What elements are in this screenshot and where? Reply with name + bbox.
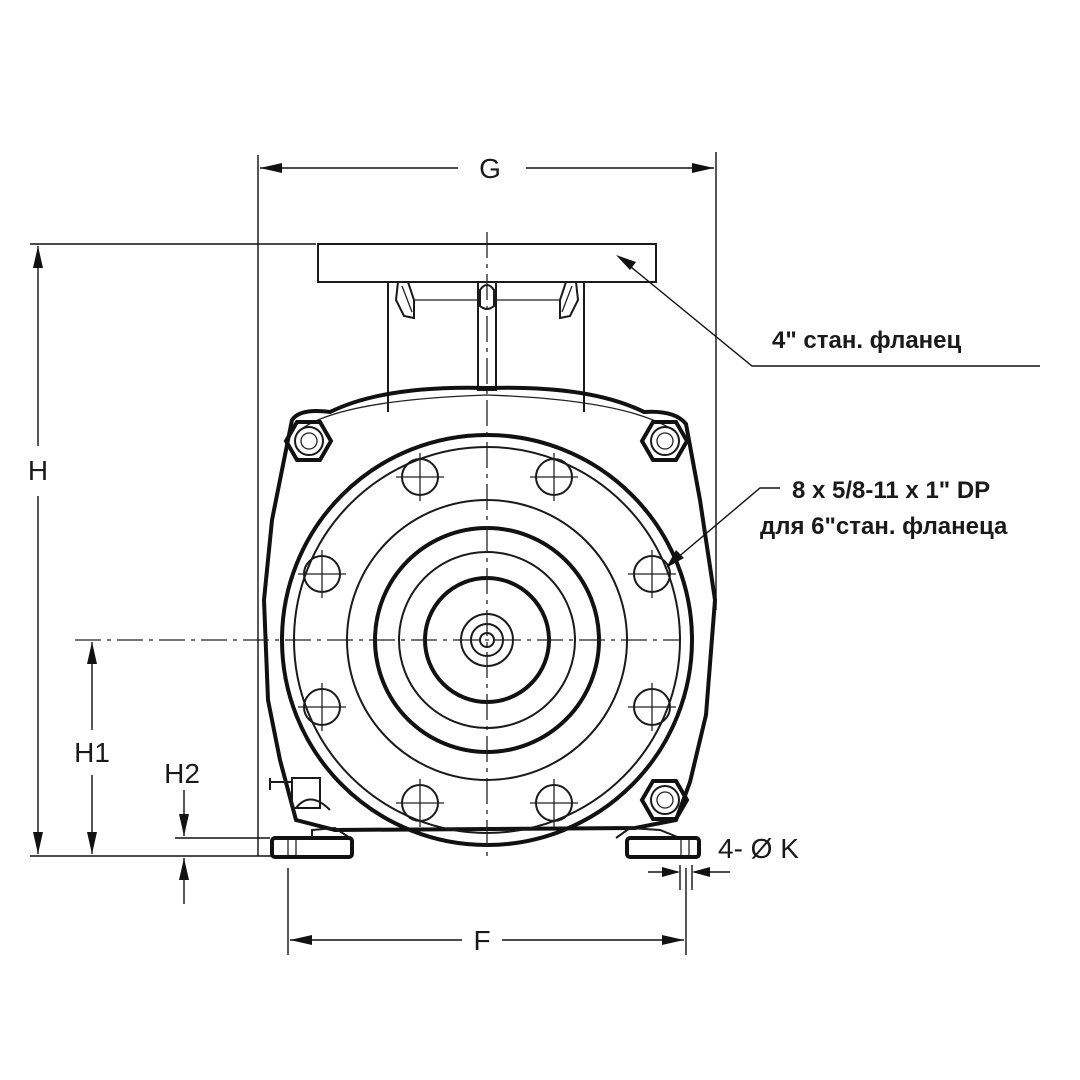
bolt-holes [298,453,676,827]
callout-discharge-flange: 4" стан. фланец [616,255,1040,367]
pump-feet [270,826,701,859]
label-k: 4- Ø K [718,833,799,864]
bolt-hole [628,683,676,731]
bolt-hole [530,779,578,827]
bolt-hole [530,453,578,501]
label-h2: H2 [164,758,200,789]
centerlines [75,232,680,860]
callout-bolt-pattern-line2: для 6"стан. фланеца [760,513,1008,540]
dimension-f: F [290,925,684,956]
foot-right [615,826,701,859]
label-h: H [28,455,48,486]
bolt-hole [298,550,346,598]
bolt-hole [396,453,444,501]
volute-body [261,385,718,833]
extension-lines [30,152,717,955]
label-h1: H1 [74,737,110,768]
dimension-g: G [260,153,714,184]
foot-left [270,826,354,859]
dimension-h2: H2 [164,758,200,904]
hex-bolt [639,420,690,462]
callout-bolt-pattern: 8 x 5/8-11 x 1" DP для 6"стан. фланеца [666,477,1008,568]
label-f: F [473,925,490,956]
dimension-h: H [28,246,48,854]
corner-bolts [269,420,690,821]
bolt-hole [396,779,444,827]
label-g: G [479,153,501,184]
callout-bolt-pattern-line1: 8 x 5/8-11 x 1" DP [792,477,990,504]
drain-plug [269,777,331,811]
dimension-h1: H1 [74,642,110,854]
dimension-k: 4- Ø K [648,833,799,877]
bolt-hole [298,683,346,731]
callout-discharge-flange-text: 4" стан. фланец [772,327,962,354]
hex-bolt [639,779,690,821]
hex-bolt [283,420,334,462]
bolt-hole [628,550,676,598]
